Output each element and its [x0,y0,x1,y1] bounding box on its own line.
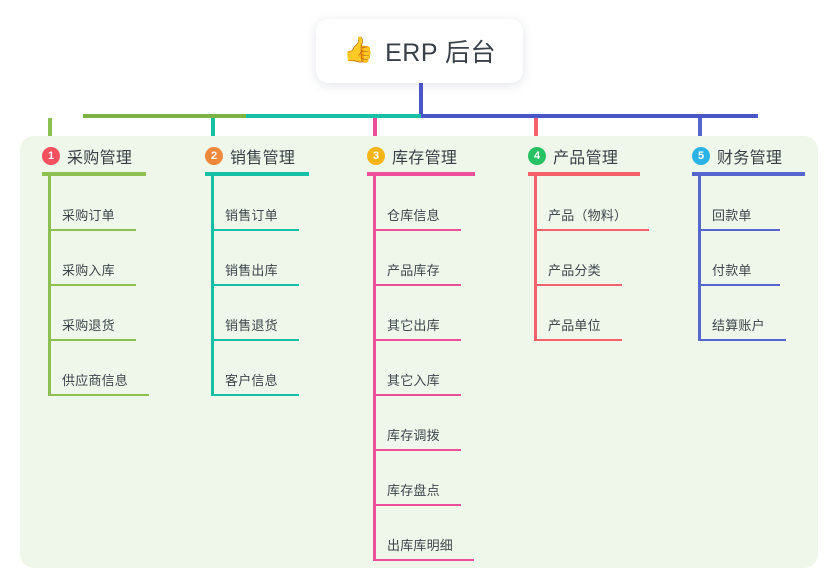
branch-item[interactable]: 销售订单 [211,191,299,231]
branch-title: 产品管理 [553,150,619,167]
branch-item[interactable]: 回款单 [698,191,780,231]
branch-item-underline [373,339,461,341]
branch-number-badge: 3 [367,147,385,165]
branch-item-underline [373,559,474,561]
branch-spine [373,176,376,561]
branch-item[interactable]: 产品分类 [534,246,622,286]
branch-item[interactable]: 采购入库 [48,246,136,286]
branches-panel: 1 采购管理采购订单采购入库采购退货供应商信息 2 销售管理销售订单销售出库销售退货客… [20,136,818,568]
branch-item-label: 出库库明细 [387,538,454,553]
branch-title: 采购管理 [67,150,133,167]
branch-item-underline [48,339,136,341]
branch-item-underline [373,284,461,286]
branch-item[interactable]: 产品（物料） [534,191,649,231]
branch-item-underline [373,394,461,396]
branch-item-label: 产品（物料） [548,208,628,223]
branch-title-underline [205,172,309,176]
branch-item-label: 仓库信息 [387,208,440,223]
branch-item-underline [534,284,622,286]
branch-header-3[interactable]: 3 库存管理 [367,144,457,168]
root-title: ERP 后台 [385,39,497,67]
branch-number-badge: 1 [42,147,60,165]
branch-item[interactable]: 结算账户 [698,301,786,341]
branch-item-label: 采购退货 [62,318,115,333]
branch-number-badge: 5 [692,147,710,165]
branch-item-label: 产品库存 [387,263,440,278]
branch-spine [48,176,51,396]
branch-item-label: 采购入库 [62,263,115,278]
branch-title: 销售管理 [230,150,296,167]
branch-item[interactable]: 其它出库 [373,301,461,341]
branch-header-2[interactable]: 2 销售管理 [205,144,295,168]
branch-item-label: 付款单 [712,263,752,278]
branch-item[interactable]: 库存盘点 [373,466,461,506]
branch-item[interactable]: 出库库明细 [373,521,474,561]
branch-title: 财务管理 [717,150,783,167]
branch-spine [698,176,701,341]
branch-item[interactable]: 产品库存 [373,246,461,286]
branch-item[interactable]: 客户信息 [211,356,299,396]
branch-number-badge: 2 [205,147,223,165]
branch-item[interactable]: 销售出库 [211,246,299,286]
branch-item-label: 结算账户 [712,318,765,333]
root-node[interactable]: 👍 ERP 后台 [316,19,523,83]
branch-item-underline [211,284,299,286]
branch-item[interactable]: 其它入库 [373,356,461,396]
branch-item-underline [534,339,622,341]
branch-header-4[interactable]: 4 产品管理 [528,144,618,168]
branch-header-1[interactable]: 1 采购管理 [42,144,132,168]
branch-item-underline [48,394,149,396]
branch-title: 库存管理 [392,150,458,167]
branch-item-label: 产品单位 [548,318,601,333]
branch-title-underline [528,172,640,176]
branch-number-badge: 4 [528,147,546,165]
branch-title-underline [367,172,475,176]
branch-spine [211,176,214,396]
branch-item[interactable]: 仓库信息 [373,191,461,231]
branch-item[interactable]: 销售退货 [211,301,299,341]
branch-item-underline [48,229,136,231]
branch-spine [534,176,537,341]
branch-item-underline [211,339,299,341]
branch-item-label: 客户信息 [225,373,278,388]
branch-item-underline [211,229,299,231]
branch-item-label: 供应商信息 [62,373,129,388]
connector-segment-1 [83,114,246,118]
branch-item[interactable]: 采购订单 [48,191,136,231]
connector-segment-2 [246,114,421,118]
branch-item-label: 回款单 [712,208,752,223]
branch-item-label: 产品分类 [548,263,601,278]
branch-item-underline [373,449,461,451]
branch-item-underline [698,284,780,286]
branch-item-label: 库存调拨 [387,428,440,443]
branch-item-label: 其它出库 [387,318,440,333]
connector-segment-3 [421,114,758,118]
branch-item-label: 销售订单 [225,208,278,223]
branch-item-underline [373,504,461,506]
branch-item-underline [48,284,136,286]
branch-item-underline [698,229,780,231]
branch-item-underline [211,394,299,396]
branch-item-label: 其它入库 [387,373,440,388]
branch-header-5[interactable]: 5 财务管理 [692,144,782,168]
branch-title-underline [42,172,146,176]
branch-item-label: 库存盘点 [387,483,440,498]
branch-item-underline [373,229,461,231]
thumbs-up-icon: 👍 [342,35,375,64]
branch-item[interactable]: 库存调拨 [373,411,461,451]
root-connector-line [419,83,423,118]
branch-item-underline [698,339,786,341]
branch-title-underline [692,172,805,176]
branch-item-label: 销售退货 [225,318,278,333]
branch-item[interactable]: 采购退货 [48,301,136,341]
branch-item-underline [534,229,649,231]
branch-item[interactable]: 供应商信息 [48,356,149,396]
branch-item[interactable]: 付款单 [698,246,780,286]
branch-item-label: 销售出库 [225,263,278,278]
branch-item-label: 采购订单 [62,208,115,223]
branch-item[interactable]: 产品单位 [534,301,622,341]
